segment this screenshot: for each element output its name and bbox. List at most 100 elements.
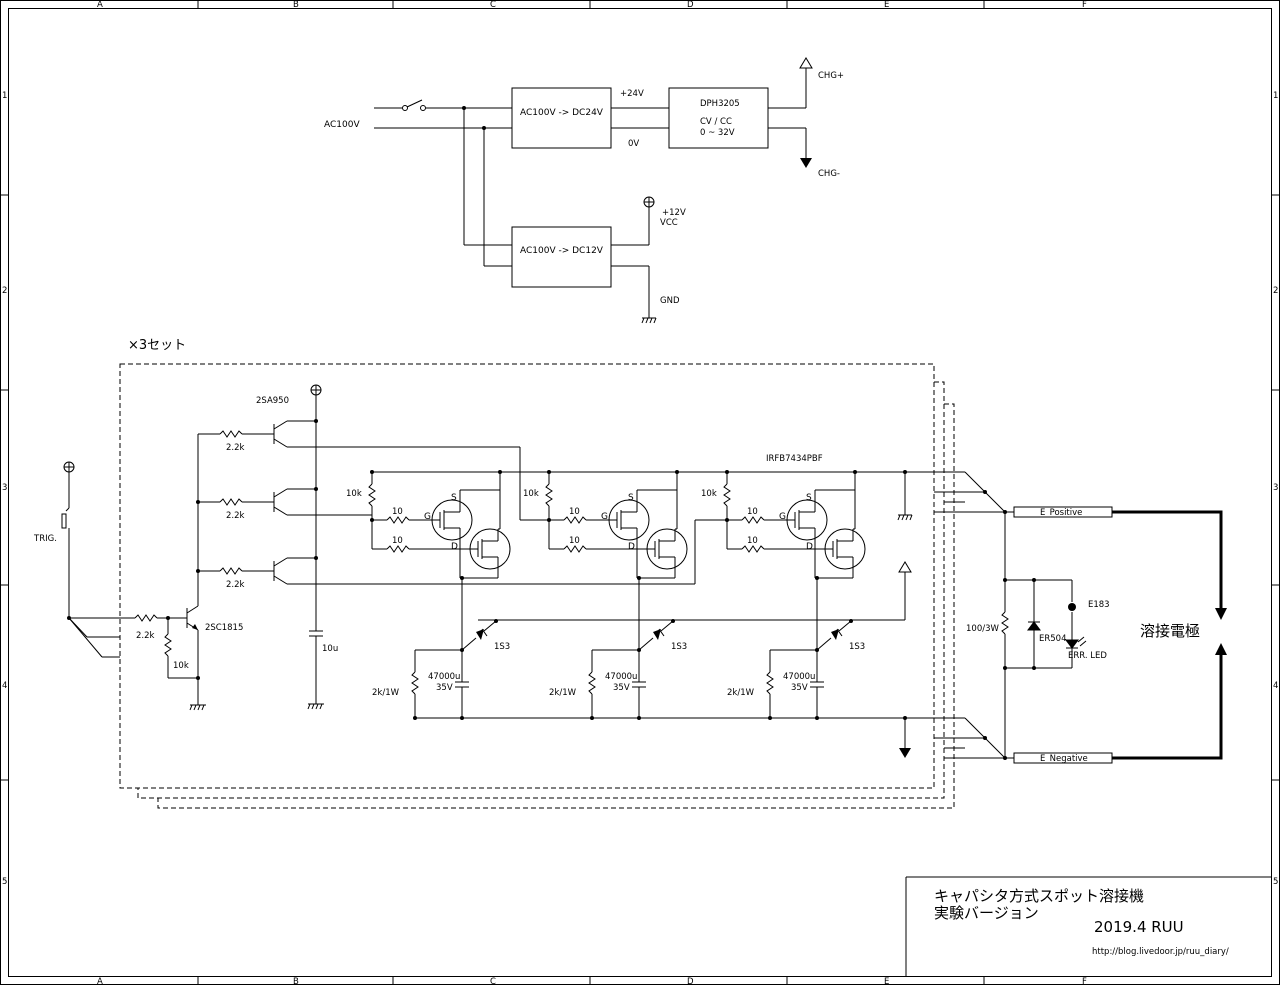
gnd-symbol-icon <box>641 317 657 324</box>
pnp-rb-label: 2.2k <box>226 580 245 590</box>
column-label-top: C <box>490 0 496 10</box>
diode-label: 1S3 <box>671 642 687 652</box>
trig-label: TRIG. <box>33 534 57 544</box>
row-label-left: 1 <box>2 91 7 101</box>
column-label-top: D <box>687 0 694 10</box>
column-label-bottom: B <box>293 977 299 985</box>
row-label-right: 4 <box>1273 681 1278 691</box>
column-label-bottom: A <box>97 977 103 985</box>
cap-volt-label: 35V <box>436 683 453 693</box>
chg-minus-label: CHG- <box>818 169 840 179</box>
bleed-r-label: 2k/1W <box>549 688 577 698</box>
gate-r-label: 10 <box>392 536 403 546</box>
pin-d-label: D <box>628 542 635 552</box>
vcc-cap-10u <box>309 630 323 642</box>
row-label-left: 2 <box>2 286 7 296</box>
electrode-label: 溶接電極 <box>1140 622 1200 640</box>
cap-10u-label: 10u <box>322 644 338 654</box>
pnp-rb-label: 2.2k <box>226 511 245 521</box>
url-label: http://blog.livedoor.jp/ruu_diary/ <box>1092 947 1229 957</box>
pin-d-label: D <box>806 542 813 552</box>
gate-r-label: 10 <box>747 536 758 546</box>
column-label-top: E <box>884 0 889 10</box>
power-section: AC100V <box>324 57 844 324</box>
pnp-driver <box>214 488 316 516</box>
row-label-right: 1 <box>1273 91 1278 101</box>
pin-g-label: G <box>779 512 786 522</box>
title-label: キャパシタ方式スポット溶接機 <box>934 887 1144 905</box>
e183-label: E183 <box>1088 600 1110 610</box>
pull-10k-label: 10k <box>523 489 539 499</box>
pnp-label: 2SA950 <box>256 396 289 406</box>
row-label-right: 2 <box>1273 286 1278 296</box>
date-label: 2019.4 RUU <box>1094 918 1184 936</box>
chg-plus-label: CHG+ <box>818 71 844 81</box>
pnp-driver <box>214 557 316 585</box>
gate-r-label: 10 <box>392 507 403 517</box>
bleed-r-label: 2k/1W <box>727 688 755 698</box>
column-label-top: B <box>293 0 299 10</box>
cap-main-label: 47000u <box>605 672 637 682</box>
cap-main-label: 47000u <box>783 672 815 682</box>
gate-r-label: 10 <box>569 507 580 517</box>
vcc-symbol-icon <box>643 196 655 208</box>
npn-label: 2SC1815 <box>205 623 243 633</box>
gnd-label: GND <box>660 296 680 306</box>
row-label-left: 4 <box>2 681 7 691</box>
column-label-top: A <box>97 0 103 10</box>
gate-r-label: 10 <box>569 536 580 546</box>
zero-v-label: 0V <box>628 139 639 149</box>
pin-d-label: D <box>451 542 458 552</box>
pos-rail-arrow-icon <box>898 561 912 573</box>
npn-rb-label: 2.2k <box>136 631 155 641</box>
row-label-right: 3 <box>1273 483 1278 493</box>
pnp-driver <box>214 420 316 448</box>
output-section: E_Positive E_Negative 100/3W ER504 E183 … <box>934 471 1227 764</box>
pin-g-label: G <box>601 512 608 522</box>
ac-input-label: AC100V <box>324 120 360 130</box>
column-label-bottom: E <box>884 977 889 985</box>
column-label-top: F <box>1082 0 1087 10</box>
row-label-right: 5 <box>1273 877 1278 887</box>
pull-10k-label: 10k <box>346 489 362 499</box>
electrode-top-icon <box>1215 608 1227 620</box>
cap-volt-label: 35V <box>791 683 808 693</box>
dph-mode-label: CV / CC <box>700 117 732 127</box>
junction-dots <box>462 106 486 130</box>
row-label-left: 5 <box>2 877 7 887</box>
pin-s-label: S <box>806 493 812 503</box>
pnp-rb-label: 2.2k <box>226 443 245 453</box>
neg-rail-arrow-icon <box>899 748 911 758</box>
gate-r-label: 10 <box>747 507 758 517</box>
vcc-label: VCC <box>660 218 678 228</box>
e183-diode-icon <box>1068 603 1076 611</box>
plus24-label: +24V <box>620 89 644 99</box>
npn-10k-label: 10k <box>173 661 189 671</box>
module-section: ×3セット 10u 2SA950 2.2k 2.2k 2.2k <box>33 338 965 809</box>
bleed-r-label: 2k/1W <box>372 688 400 698</box>
subtitle-label: 実験バージョン <box>934 904 1039 922</box>
electrode-bottom-icon <box>1215 643 1227 655</box>
chg-plus-arrow-icon <box>799 57 813 69</box>
title-block: キャパシタ方式スポット溶接機 実験バージョン 2019.4 RUU http:/… <box>905 876 1272 977</box>
diode-label: 1S3 <box>494 642 510 652</box>
cap-volt-label: 35V <box>613 683 630 693</box>
mosfet-label: IRFB7434PBF <box>766 454 823 464</box>
err-led-label: ERR. LED <box>1068 651 1107 661</box>
plus12-label: +12V <box>662 208 686 218</box>
set-note-label: ×3セット <box>128 338 186 353</box>
row-label-left: 3 <box>2 483 7 493</box>
dph-range-label: 0 ~ 32V <box>700 128 735 138</box>
diode-label: 1S3 <box>849 642 865 652</box>
pin-s-label: S <box>451 493 457 503</box>
npn-arrow-icon <box>192 624 198 630</box>
column-label-bottom: D <box>687 977 694 985</box>
pin-s-label: S <box>628 493 634 503</box>
e-positive-label: E_Positive <box>1040 508 1082 518</box>
column-label-bottom: F <box>1082 977 1087 985</box>
